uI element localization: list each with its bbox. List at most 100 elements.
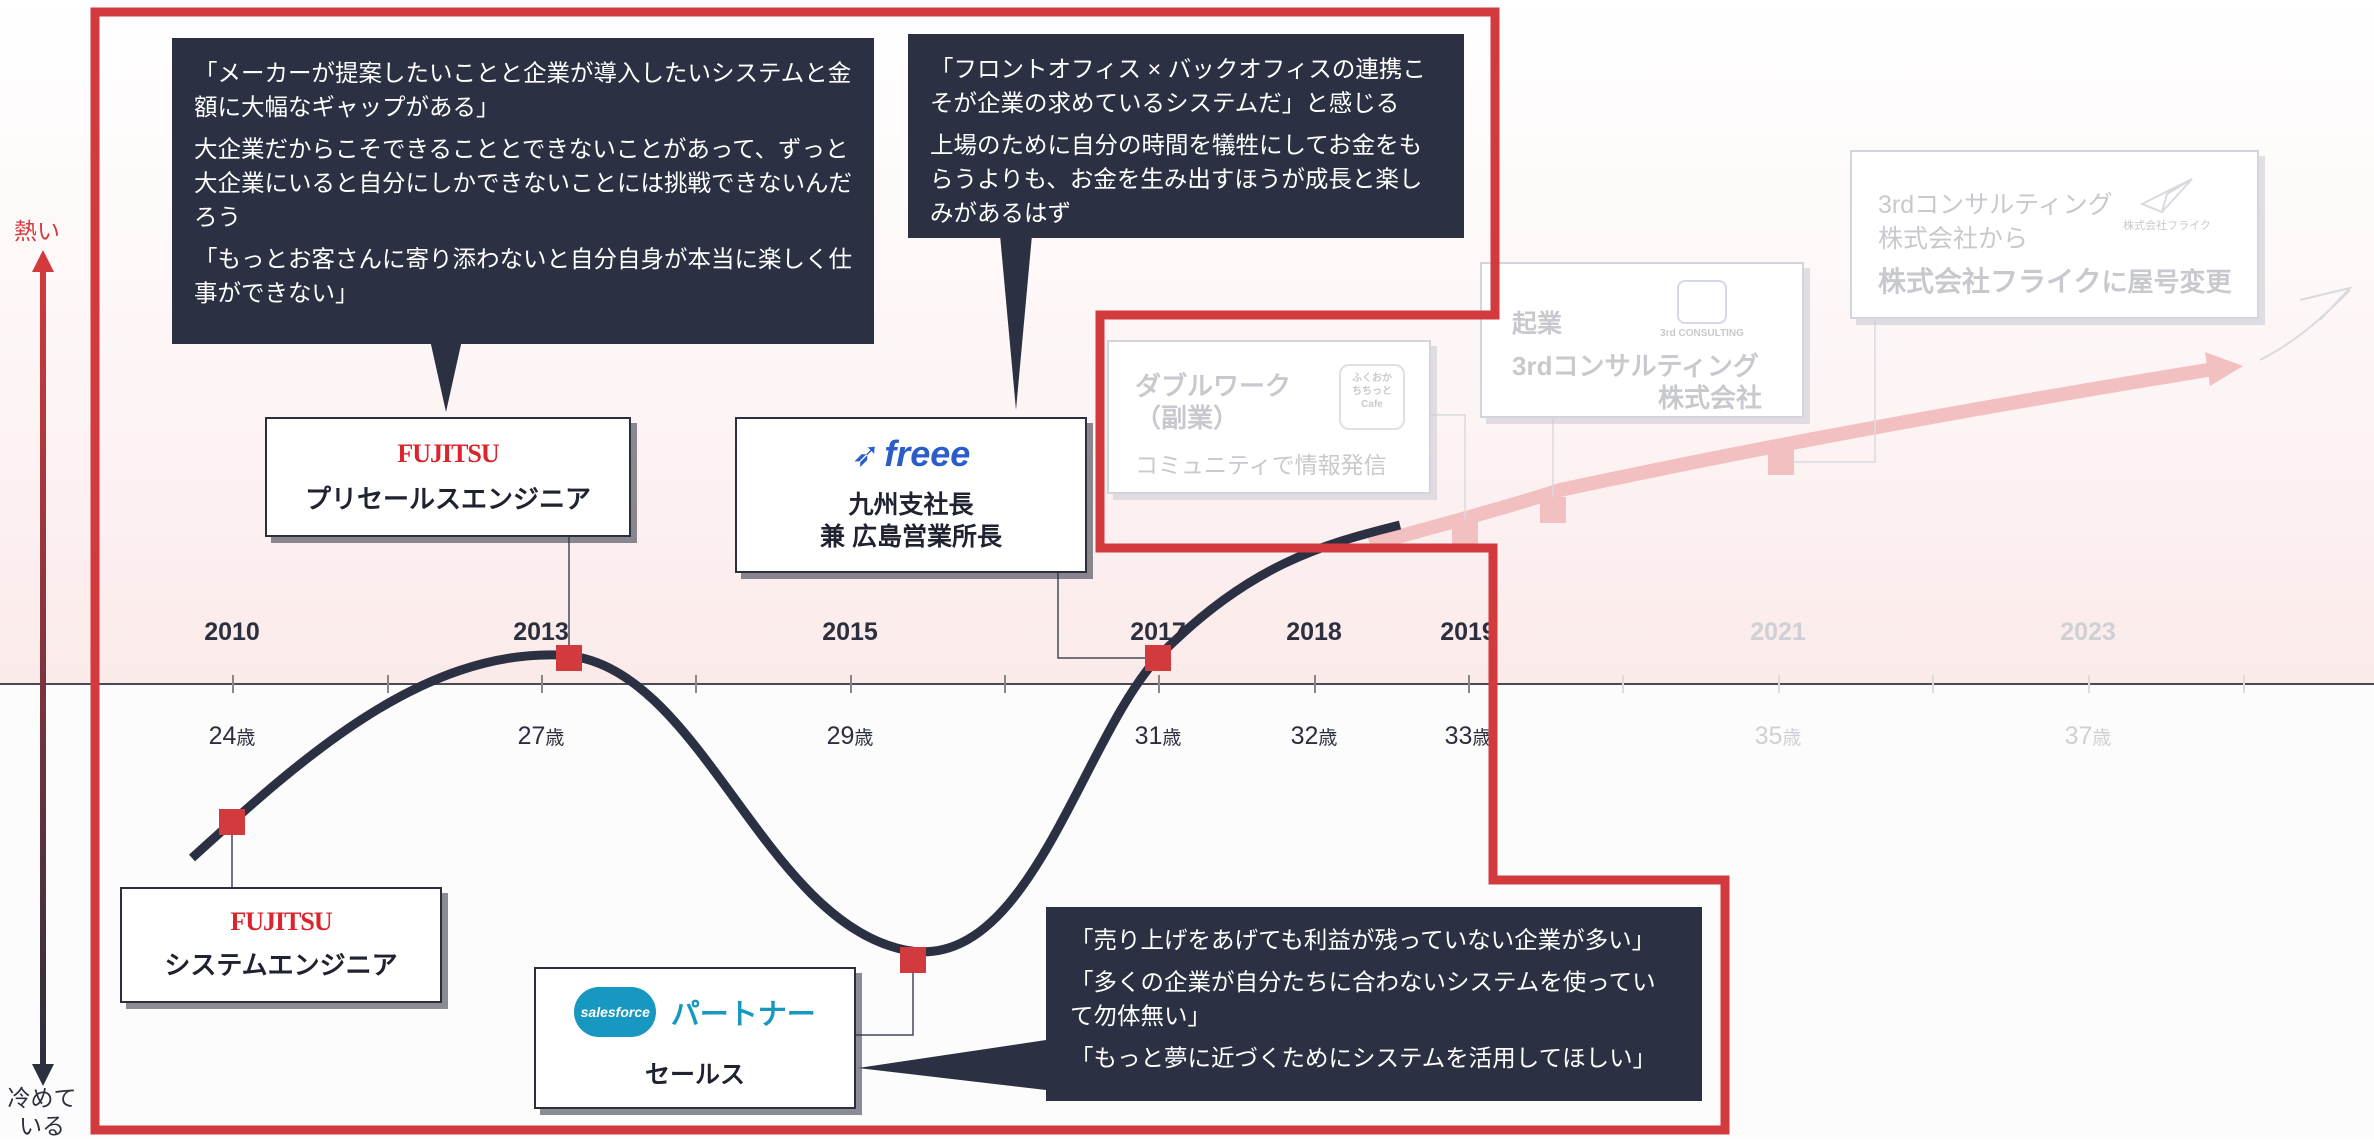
age-label: 32歳	[1290, 722, 1338, 750]
se-role: システムエンジニア	[164, 950, 398, 980]
age-unit: 歳	[2092, 728, 2112, 749]
age-unit: 歳	[1782, 728, 1802, 749]
freee-bird-icon: ➶	[851, 436, 881, 474]
card-salesforce-sales: salesforce パートナー セールス	[534, 967, 856, 1109]
age-label: 27歳	[517, 722, 565, 750]
founding-label: 起業	[1512, 310, 1563, 338]
hot-label: 熱い	[14, 218, 60, 244]
future-curve	[1367, 361, 2222, 552]
freee-role-line1: 九州支社長	[848, 491, 974, 519]
age-unit: 歳	[1472, 728, 1492, 749]
bubble-salesforce-line: 「多くの企業が自分たちに合わないシステムを使っていて勿体無い」	[1070, 969, 1656, 1029]
bubble-salesforce-line: 「売り上げをあげても利益が残っていない企業が多い」	[1070, 927, 1656, 953]
age-label: 37歳	[2064, 722, 2112, 750]
age-unit: 歳	[1318, 728, 1338, 749]
3rd-consulting-logo-icon: 3rd CONSULTING	[1642, 280, 1762, 339]
rename-logo-text: 株式会社フライク	[2123, 220, 2211, 232]
axis-tick	[695, 675, 697, 693]
age-label: 29歳	[826, 722, 874, 750]
card-rename: 3rdコンサルティング 株式会社から 株式会社フライク 株式会社フライクに屋号変…	[1850, 150, 2259, 319]
freee-logo-text: freee	[884, 433, 971, 474]
axis-tick	[1778, 675, 1780, 693]
rename-company: 株式会社フライク	[1878, 266, 2102, 297]
doublework-title: ダブルワーク	[1135, 371, 1292, 401]
milestone-marker	[1768, 449, 1794, 475]
doublework-subtitle: （副業）	[1135, 403, 1240, 433]
milestone-marker	[556, 645, 582, 671]
cold-label-text: 冷めている	[7, 1085, 77, 1139]
partner-label: パートナー	[670, 999, 816, 1031]
axis-tick	[1314, 675, 1316, 693]
year-label: 2018	[1286, 618, 1342, 646]
milestone-marker	[1145, 645, 1171, 671]
bubble-salesforce-line: 「もっと夢に近づくためにシステムを活用してほしい」	[1070, 1045, 1657, 1071]
card-doublework: ダブルワーク （副業） ふくおか ちちっと Cafe コミュニティで情報発信	[1107, 340, 1431, 494]
year-label: 2023	[2060, 618, 2116, 646]
bubble-fujitsu-line: 大企業だからこそできることとできないことがあって、ずっと大企業にいると自分にしか…	[194, 136, 852, 230]
milestone-marker	[1452, 519, 1478, 545]
presales-role: プリセールスエンジニア	[304, 484, 591, 514]
fujitsu-logo-2: FUJITSU	[397, 439, 499, 468]
axis-tick	[850, 675, 852, 693]
bubble-fujitsu: 「メーカーが提案したいことと企業が導入したいシステムと金額に大幅なギャップがある…	[172, 38, 874, 344]
milestone-marker	[1540, 497, 1566, 523]
timeline-axis	[0, 683, 2374, 685]
doublework-description: コミュニティで情報発信	[1135, 452, 1387, 478]
flike-logo-icon: 株式会社フライク	[2117, 174, 2217, 233]
bubble-freee-line: 上場のために自分の時間を犠牲にしてお金をもらうよりも、お金を生み出すほうが成長と…	[930, 132, 1423, 226]
age-label: 31歳	[1134, 722, 1182, 750]
year-label: 2013	[513, 618, 569, 646]
age-unit: 歳	[236, 728, 256, 749]
founding-company-line1: 3rdコンサルティング	[1512, 351, 1759, 381]
salesforce-role: セールス	[644, 1061, 745, 1089]
year-label: 2010	[204, 618, 260, 646]
axis-tick	[1932, 675, 1934, 693]
year-label: 2017	[1130, 618, 1186, 646]
age-unit: 歳	[854, 728, 874, 749]
cafe-logo-icon: ふくおか ちちっと Cafe	[1339, 364, 1405, 430]
milestone-marker	[219, 809, 245, 835]
milestone-marker	[900, 947, 926, 973]
year-label: 2015	[822, 618, 878, 646]
axis-tick	[541, 675, 543, 693]
freee-logo: ➶freee	[737, 433, 1085, 475]
rename-suffix: に屋号変更	[2101, 267, 2232, 297]
axis-tick	[1158, 675, 1160, 693]
age-unit: 歳	[1162, 728, 1182, 749]
axis-tick	[232, 675, 234, 693]
paper-plane-icon	[2259, 286, 2354, 361]
card-system-engineer: FUJITSU システムエンジニア	[120, 887, 442, 1003]
freee-role-line2: 兼 広島営業所長	[820, 523, 1002, 551]
card-presales-engineer: FUJITSU プリセールスエンジニア	[265, 417, 631, 537]
fujitsu-logo: FUJITSU	[230, 907, 332, 936]
bubble-salesforce: 「売り上げをあげても利益が残っていない企業が多い」 「多くの企業が自分たちに合わ…	[1046, 907, 1702, 1101]
cold-label: 冷めている	[2, 1084, 82, 1140]
axis-tick	[1468, 675, 1470, 693]
bubble-fujitsu-line: 「もっとお客さんに寄り添わないと自分自身が本当に楽しく仕事ができない」	[194, 246, 852, 306]
faded-connector-lines	[1430, 318, 1876, 532]
founding-company-line2: 株式会社	[1657, 383, 1762, 413]
axis-tick	[2243, 675, 2245, 693]
age-label: 35歳	[1754, 722, 1802, 750]
age-label: 33歳	[1444, 722, 1492, 750]
main-curve	[188, 520, 1402, 957]
axis-tick	[1622, 675, 1624, 693]
axis-tick	[1004, 675, 1006, 693]
salesforce-logo-icon: salesforce	[574, 987, 657, 1037]
bubble-fujitsu-line: 「メーカーが提案したいことと企業が導入したいシステムと金額に大幅なギャップがある…	[194, 60, 852, 120]
axis-tick	[2088, 675, 2090, 693]
bubble-freee: 「フロントオフィス × バックオフィスの連携こそが企業の求めているシステムだ」と…	[908, 34, 1464, 238]
founding-logo-text: 3rd CONSULTING	[1660, 328, 1744, 339]
rename-line1: 3rdコンサルティング	[1878, 191, 2113, 219]
age-label: 24歳	[208, 722, 256, 750]
future-curve-arrowhead	[2205, 352, 2243, 386]
age-unit: 歳	[545, 728, 565, 749]
card-founding: 起業 3rd CONSULTING 3rdコンサルティング 株式会社	[1480, 262, 1804, 418]
axis-tick	[387, 675, 389, 693]
rename-line2: 株式会社から	[1878, 225, 2029, 253]
